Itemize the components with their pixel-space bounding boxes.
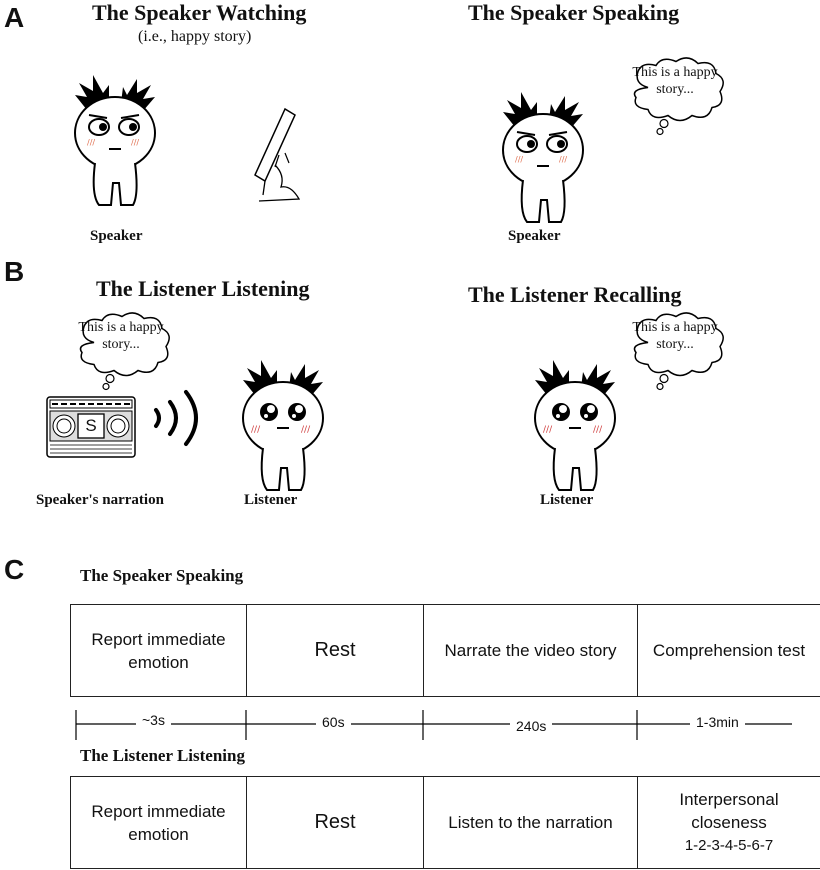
listener-protocol-title: The Listener Listening bbox=[80, 746, 245, 765]
sound-waves-icon bbox=[154, 390, 198, 446]
narration-thought-text: This is a happy story... bbox=[78, 320, 164, 352]
listener-listening-title: The Listener Listening bbox=[96, 276, 310, 301]
speaker-protocol-title: The Speaker Speaking bbox=[80, 566, 244, 585]
speaker-speaking-character-icon bbox=[502, 91, 584, 223]
speaker-label-left: Speaker bbox=[90, 228, 143, 244]
speaker-thought-text: This is a happy story... bbox=[632, 65, 718, 97]
listener-label-right: Listener bbox=[540, 492, 594, 508]
speaker-speaking-title: The Speaker Speaking bbox=[468, 0, 680, 25]
listener-step-closeness-cell: Interpersonal closeness 1-2-3-4-5-6-7 bbox=[637, 776, 820, 869]
panel-letter-a: A bbox=[4, 2, 25, 33]
speaker-protocol-row: Report immediate emotion Rest Narrate th… bbox=[70, 604, 820, 697]
listener-protocol-table: Report immediate emotion Rest Listen to … bbox=[70, 776, 820, 869]
speaker-step-comprehension: Comprehension test bbox=[637, 604, 820, 697]
speaker-watching-character-icon bbox=[74, 74, 156, 206]
speaker-step-report-emotion: Report immediate emotion bbox=[70, 604, 247, 697]
duration-rest: 60s bbox=[316, 714, 351, 730]
speaker-step-rest: Rest bbox=[246, 604, 424, 697]
listener-step-rest: Rest bbox=[246, 776, 424, 869]
duration-comprehension: 1-3min bbox=[690, 714, 745, 730]
panel-letter-b: B bbox=[4, 256, 25, 287]
speaker-label-right: Speaker bbox=[508, 228, 561, 244]
listener-label-left: Listener bbox=[244, 492, 298, 508]
listener-step-listen: Listen to the narration bbox=[423, 776, 638, 869]
duration-report: ~3s bbox=[136, 712, 171, 728]
cassette-tape-icon bbox=[46, 396, 136, 458]
closeness-scale: 1-2-3-4-5-6-7 bbox=[684, 837, 774, 854]
listener-recalling-title: The Listener Recalling bbox=[468, 282, 682, 307]
speaker-watching-title: The Speaker Watching bbox=[92, 0, 307, 25]
listener-thought-text: This is a happy story... bbox=[632, 320, 718, 352]
speaker-watching-subtitle: (i.e., happy story) bbox=[138, 28, 252, 45]
listener-protocol-row: Report immediate emotion Rest Listen to … bbox=[70, 776, 820, 869]
speaker-step-narrate: Narrate the video story bbox=[423, 604, 638, 697]
listener-step-report-emotion: Report immediate emotion bbox=[70, 776, 247, 869]
listener-recalling-character-icon bbox=[534, 359, 616, 491]
listener-step-closeness: Interpersonal closeness bbox=[679, 790, 779, 832]
listener-listening-character-icon bbox=[242, 359, 324, 491]
speaker-protocol-table: Report immediate emotion Rest Narrate th… bbox=[70, 604, 820, 697]
speakers-narration-label: Speaker's narration bbox=[36, 492, 164, 508]
panel-letter-c: C bbox=[4, 554, 25, 585]
duration-timeline bbox=[75, 710, 792, 740]
duration-narrate: 240s bbox=[510, 718, 553, 734]
tape-letter: S bbox=[85, 416, 97, 435]
tablet-screen-icon bbox=[254, 107, 301, 202]
